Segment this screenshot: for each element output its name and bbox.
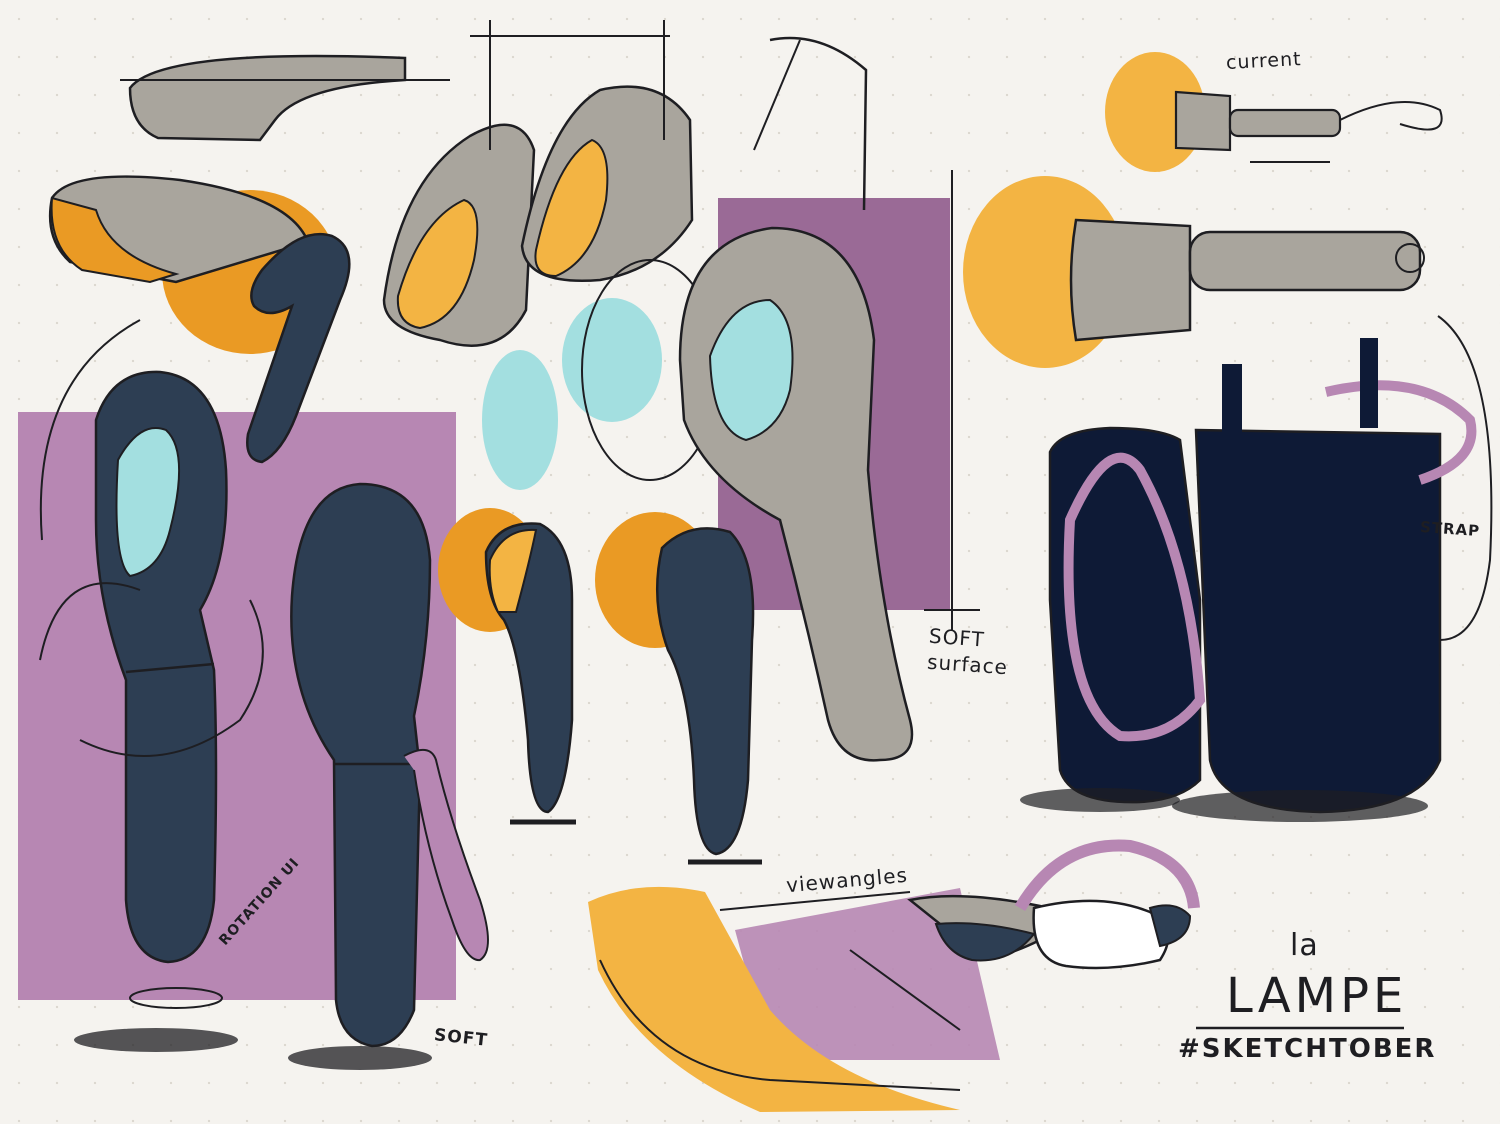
title-hashtag: #SKETCHTOBER: [1178, 1034, 1437, 1064]
navy-hook: [246, 232, 351, 464]
title-la: la: [1290, 928, 1319, 963]
strap-lamps: [1020, 315, 1493, 822]
aqua-grilles: [482, 259, 719, 490]
left-lamp: [39, 319, 264, 1052]
gray-scoops: [382, 20, 694, 347]
purple-block-bottom: [735, 888, 1000, 1060]
gray-main-lamp: [678, 36, 980, 762]
flashlights: [1069, 90, 1443, 342]
center-lamp: [288, 482, 489, 1070]
gray-handle-top: [120, 54, 450, 142]
annotation-soft-surface: SOFT surface: [926, 623, 1009, 680]
annotation-current: current: [1225, 48, 1303, 74]
mustard-blob-bottom: [588, 886, 960, 1112]
hand-scene: [599, 839, 1200, 1091]
title-lampe: LAMPE: [1226, 968, 1408, 1024]
small-lamps: [484, 522, 762, 865]
gray-clip: [48, 175, 310, 284]
